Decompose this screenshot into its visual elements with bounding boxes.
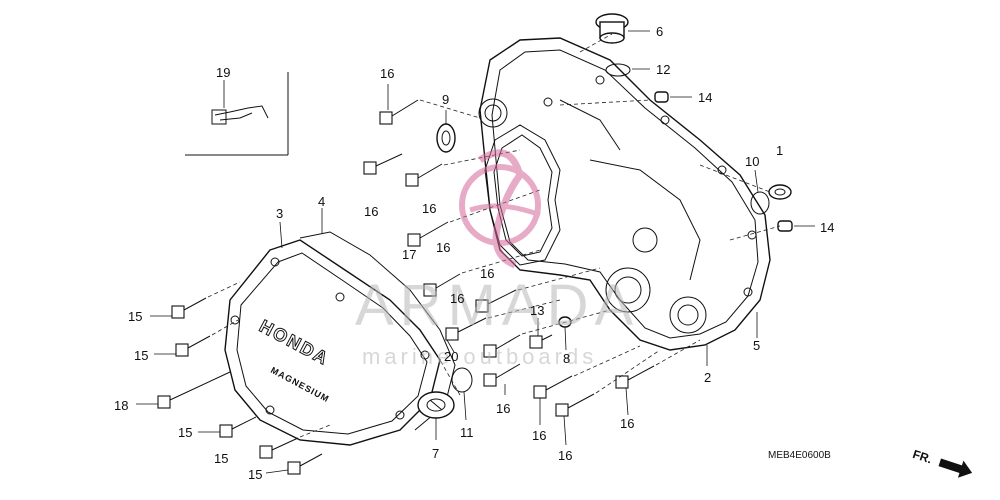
callout-14a: 14 xyxy=(698,90,712,105)
callout-7: 7 xyxy=(432,446,439,461)
callout-16b: 16 xyxy=(364,204,378,219)
callout-15d: 15 xyxy=(214,451,228,466)
bolt-15-c xyxy=(219,416,257,438)
bolt-16-f xyxy=(483,334,521,358)
callout-15c: 15 xyxy=(178,425,192,440)
callout-16g: 16 xyxy=(496,401,510,416)
callout-16c: 16 xyxy=(422,201,436,216)
bolt-16-h xyxy=(533,375,573,399)
callout-2: 2 xyxy=(704,370,711,385)
clutch-cover: HONDA MAGNESIUM xyxy=(224,239,441,446)
callout-16f: 16 xyxy=(450,291,464,306)
bolt-16-d xyxy=(407,221,449,247)
callouts: 1 2 3 4 5 6 7 8 9 10 11 12 13 14 14 15 1… xyxy=(114,24,834,482)
callout-19: 19 xyxy=(216,65,230,80)
callout-12: 12 xyxy=(656,62,670,77)
callout-8: 8 xyxy=(563,351,570,366)
front-direction-indicator: FR. xyxy=(911,447,973,478)
bolt-16-j xyxy=(615,365,655,389)
diagram-code: MEB4E0600B xyxy=(768,450,831,461)
o-ring-10 xyxy=(750,191,770,215)
watermark: ARMADA marine outboards xyxy=(355,149,639,369)
callout-16i: 16 xyxy=(558,448,572,463)
plug-7 xyxy=(417,391,455,419)
callout-14b: 14 xyxy=(820,220,834,235)
callout-10: 10 xyxy=(745,154,759,169)
o-ring-11 xyxy=(451,367,473,393)
callout-15e: 15 xyxy=(248,467,262,482)
cover-gasket xyxy=(484,124,561,266)
bolt-16-b xyxy=(363,153,403,175)
front-direction-label: FR. xyxy=(911,447,934,466)
callout-4: 4 xyxy=(318,194,325,209)
callout-11: 11 xyxy=(460,425,474,440)
callout-16h: 16 xyxy=(532,428,546,443)
callout-20: 20 xyxy=(444,349,458,364)
callout-18: 18 xyxy=(114,398,128,413)
bolt-16-e xyxy=(475,289,517,313)
callout-17: 17 xyxy=(402,247,416,262)
bolt-20 xyxy=(445,317,487,341)
callout-5: 5 xyxy=(753,338,760,353)
callout-3: 3 xyxy=(276,206,283,221)
o-ring-12 xyxy=(605,63,631,77)
dowel-pin-14-top xyxy=(654,91,669,103)
callout-16d: 16 xyxy=(436,240,450,255)
bolt-18 xyxy=(157,371,231,409)
oil-seal-9 xyxy=(436,123,456,153)
bolt-13 xyxy=(529,334,553,349)
callout-16a: 16 xyxy=(380,66,394,81)
bolt-16-top xyxy=(379,99,419,125)
bolt-16-c xyxy=(405,163,443,187)
watermark-logo-icon xyxy=(459,149,541,269)
callout-15a: 15 xyxy=(128,309,142,324)
bolt-15-b xyxy=(175,335,211,357)
bolt-16-i xyxy=(555,393,595,417)
bolt-17 xyxy=(423,273,461,297)
collar-1 xyxy=(768,184,792,200)
front-arrow-icon xyxy=(938,458,973,478)
callout-16e: 16 xyxy=(480,266,494,281)
leader-lines xyxy=(136,30,815,474)
wire-clamp-19 xyxy=(185,72,289,156)
bolt-15-e xyxy=(287,453,323,475)
bolt-16-g xyxy=(483,363,521,387)
callout-13: 13 xyxy=(530,303,544,318)
callout-1: 1 xyxy=(776,143,783,158)
callout-9: 9 xyxy=(442,92,449,107)
bolt-15-d xyxy=(259,437,299,459)
callout-16j: 16 xyxy=(620,416,634,431)
bolt-15-a xyxy=(171,297,207,319)
callout-15b: 15 xyxy=(134,348,148,363)
watermark-brand: ARMADA xyxy=(355,273,639,338)
bolt-group xyxy=(157,99,655,475)
oil-filler-cap xyxy=(595,13,629,44)
dowel-pin-14-right xyxy=(777,220,793,232)
callout-6: 6 xyxy=(656,24,663,39)
watermark-tagline: marine outboards xyxy=(362,344,597,369)
